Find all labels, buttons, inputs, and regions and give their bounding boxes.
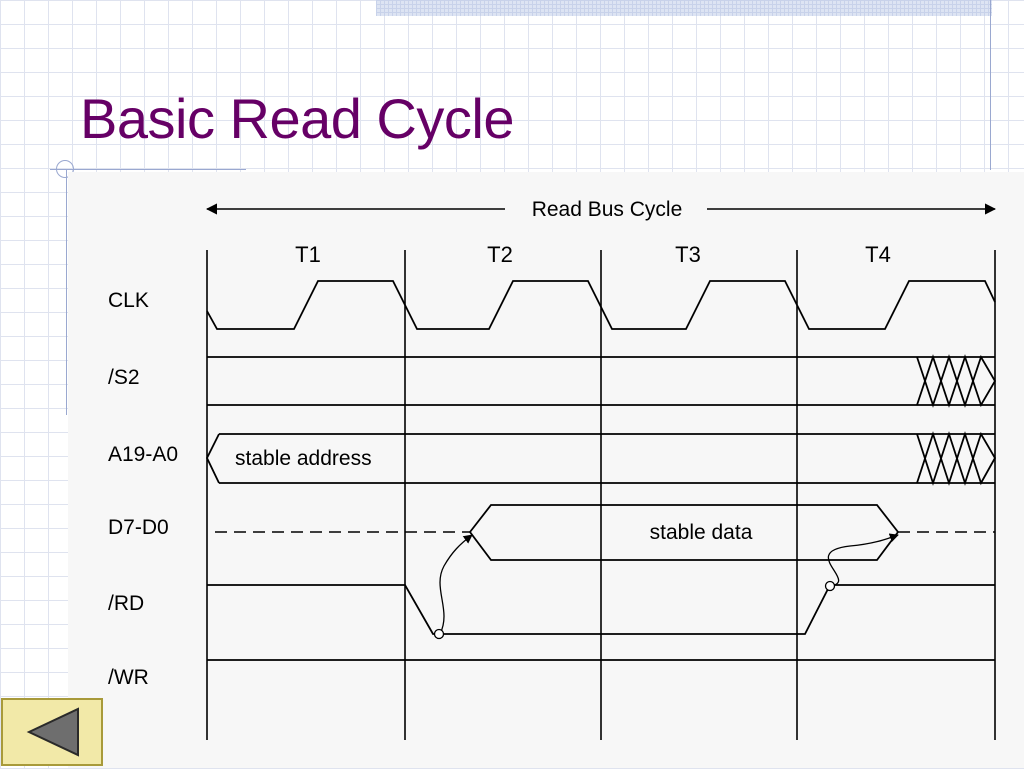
signal-label-s2: /S2 xyxy=(108,366,140,389)
stable-data-label: stable data xyxy=(650,521,753,544)
signal-label-wr: /WR xyxy=(108,666,149,689)
period-boundaries xyxy=(206,250,996,740)
signal-label-data: D7-D0 xyxy=(108,516,169,539)
signal-label-clk: CLK xyxy=(108,289,149,312)
state-label-t1: T1 xyxy=(295,242,321,267)
signal-label-address: A19-A0 xyxy=(108,443,178,466)
state-label-t4: T4 xyxy=(865,242,891,267)
signal-label-rd: /RD xyxy=(108,592,144,615)
read-bus-cycle-indicator: Read Bus Cycle xyxy=(205,198,997,221)
state-label-t3: T3 xyxy=(675,242,701,267)
decoration-line-right xyxy=(990,0,991,170)
s2-waveform xyxy=(207,354,997,408)
back-arrow-icon xyxy=(26,707,79,757)
rd-waveform xyxy=(207,584,995,635)
data-waveform xyxy=(215,504,995,561)
back-button[interactable] xyxy=(1,698,103,766)
stable-address-label: stable address xyxy=(235,447,372,470)
decoration-circle xyxy=(56,160,74,178)
decoration-line-left xyxy=(66,170,67,415)
causality-arrows xyxy=(433,533,899,640)
state-label-t2: T2 xyxy=(487,242,513,267)
read-bus-cycle-label: Read Bus Cycle xyxy=(532,198,683,221)
timing-diagram: Read Bus Cycle T1 T2 T3 T4 CLK /S2 A19-A… xyxy=(68,172,1024,768)
decoration-line-horizontal xyxy=(50,169,246,170)
title-decoration-band xyxy=(376,0,992,16)
address-waveform xyxy=(205,431,997,486)
slide-title: Basic Read Cycle xyxy=(80,87,514,150)
clk-waveform xyxy=(206,280,996,330)
